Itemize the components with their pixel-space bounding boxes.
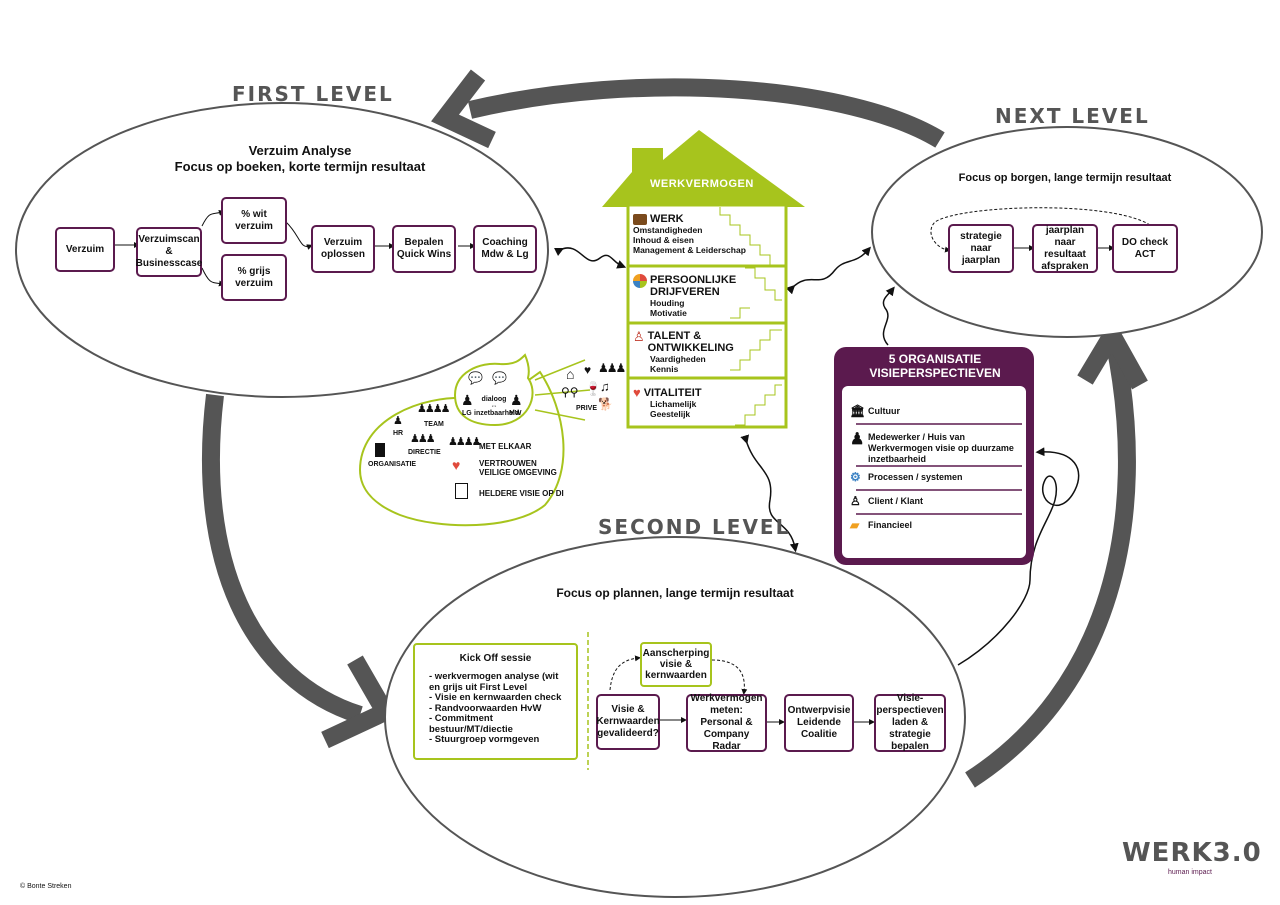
directie-label: DIRECTIE [408,449,441,456]
met-elkaar-label: MET ELKAAR [479,442,532,451]
link-house-next [785,246,871,295]
vertrouwen-label: VERTROUWEN VEILIGE OMGEVING [479,459,557,477]
step-ontwerpvisie: Ontwerpvisie Leidende Coalitie [784,694,854,752]
mw-label: MW [509,410,522,417]
link-first-house [553,247,627,269]
gears-icon: ⚙ [850,470,861,484]
aanscherping-box: Aanscherping visie & kernwaarden [640,642,712,687]
bike-icon: ⚲⚲ [561,385,579,399]
kickoff-item: - Commitment bestuur/MT/diectie [429,713,513,735]
cycle-arrow-top-head [431,69,496,149]
kickoff-item: - Stuurgroep vormgeven [429,734,540,745]
second-level-title: Focus op plannen, lange termijn resultaa… [556,586,794,600]
music-icon: ♫ [600,379,610,394]
link-next-visie [882,286,895,346]
client-icon: ♙ [850,494,861,508]
visie-item-financieel: ▰ Financieel [850,518,913,532]
link-house-second [740,434,799,553]
team-label: TEAM [424,421,444,428]
dog-icon: 🐕 [598,397,613,411]
copyright: © Bonte Streken [20,883,72,890]
organisatie-label: ORGANISATIE [368,461,417,468]
building-icon [375,443,385,457]
step-verzuim-oplossen: Verzuim oplossen [311,225,375,273]
wine-icon: 🍷 [585,381,602,396]
directie-icon: ♟♟♟ [410,433,436,445]
step-grijs-verzuim: % grijs verzuim [221,254,287,301]
step-jaarplan-resultaat: jaarplan naar resultaat afspraken [1032,224,1098,273]
home-icon: ⌂ [566,366,575,382]
visie-item-medewerker: ♟ Medewerker / Huis van Werkvermogen vis… [850,431,1014,465]
second-level-ellipse [384,536,966,898]
link-second-visie [957,447,1080,666]
cycle-arrow-left [201,393,363,724]
kickoff-list: - werkvermogen analyse (wit en grijs uit… [423,671,568,746]
step-quick-wins: Bepalen Quick Wins [392,225,456,273]
house-roof [602,130,805,207]
step-visie-gevalideerd: Visie & Kernwaarden gevalideerd? [596,694,660,750]
room-drijfveren: PERSOONLIJKE DRIJFVEREN Houding Motivati… [633,274,783,318]
group-icon: ♟♟♟♟ [448,436,481,448]
room-vitaliteit: ♥ VITALITEIT Lichamelijk Geestelijk [633,385,702,419]
first-level-title: Verzuim Analyse Focus op boeken, korte t… [174,143,426,174]
document-icon [455,483,468,499]
heart-hand-icon: ♥ [452,457,461,473]
team-icon: ♟♟♟♟ [417,403,450,415]
person-icon: ♟ [850,431,865,448]
brand-tagline: human impact [1168,869,1212,876]
hr-icon: ♟ [393,415,403,427]
second-level-label: SECOND LEVEL [598,515,791,539]
hr-label: HR [393,430,404,437]
brand-logo: WERK3.0 [1122,838,1262,868]
step-do-check-act: DO check ACT [1112,224,1178,273]
kickoff-title: Kick Off sessie [459,653,532,664]
next-level-label: NEXT LEVEL [995,104,1150,128]
kickoff-item: - werkvermogen analyse (wit en grijs uit… [429,671,559,693]
chat-icon: 💬 [492,371,507,385]
first-level-ellipse [15,102,549,398]
step-verzuimscan: Verzuimscan & Businesscase [136,227,202,277]
first-level-label: FIRST LEVEL [232,82,394,106]
step-wit-verzuim: % wit verzuim [221,197,287,244]
visie-item-cultuur: 🏛 Cultuur [850,404,900,418]
money-icon: ▰ [850,518,860,532]
chat-icon: 💬 [468,371,483,385]
person-ribbon-icon: ♙ [633,329,645,344]
visie-title: 5 ORGANISATIE VISIEPERSPECTIEVEN [869,352,1001,380]
pie-chart-icon [633,274,647,288]
prive-label: PRIVE [576,405,598,412]
house-roof-label: WERKVERMOGEN [650,178,754,190]
heart-icon: ♥ [584,363,592,377]
visie-item-processen: ⚙ Processen / systemen [850,470,963,484]
room-werk: WERK Omstandigheden Inhoud & eisen Manag… [633,213,746,255]
cycle-arrow-right [965,343,1136,788]
briefcase-icon [633,213,647,225]
cycle-arrow-top [467,78,945,148]
employee-icon: ♟ [510,392,523,408]
dialog-bubble [453,353,534,427]
house-body [626,203,788,429]
kickoff-item: - Randvoorwaarden HvW [429,702,542,714]
step-coaching: Coaching Mdw & Lg [473,225,537,273]
family-icon: ♟♟♟ [598,361,626,375]
step-werkvermogen-meten: Werkvermogen meten: Personal & Company R… [686,693,767,752]
step-verzuim: Verzuim [55,227,115,272]
leader-icon: ♟ [461,392,474,408]
kickoff-item: - Visie en kernwaarden check [429,692,562,703]
lg-label: LG [462,410,472,417]
step-visie-perspectieven: Visie-perspectieven laden & strategie be… [874,693,946,752]
building-icon: 🏛 [850,404,866,418]
next-level-title: Focus op borgen, lange termijn resultaat [958,172,1172,184]
heartbeat-icon: ♥ [633,385,641,400]
kickoff-box: Kick Off sessie - werkvermogen analyse (… [413,643,578,760]
step-strategie-jaarplan: strategie naar jaarplan [948,224,1014,273]
room-talent: ♙ TALENT & ONTWIKKELING Vaardigheden Ken… [633,329,734,374]
visie-item-client: ♙ Client / Klant [850,494,924,508]
heldere-visie-label: HELDERE VISIE OP DI [479,489,564,498]
dialog-text: dialoog ⇔ inzetbaarheid [474,396,520,417]
